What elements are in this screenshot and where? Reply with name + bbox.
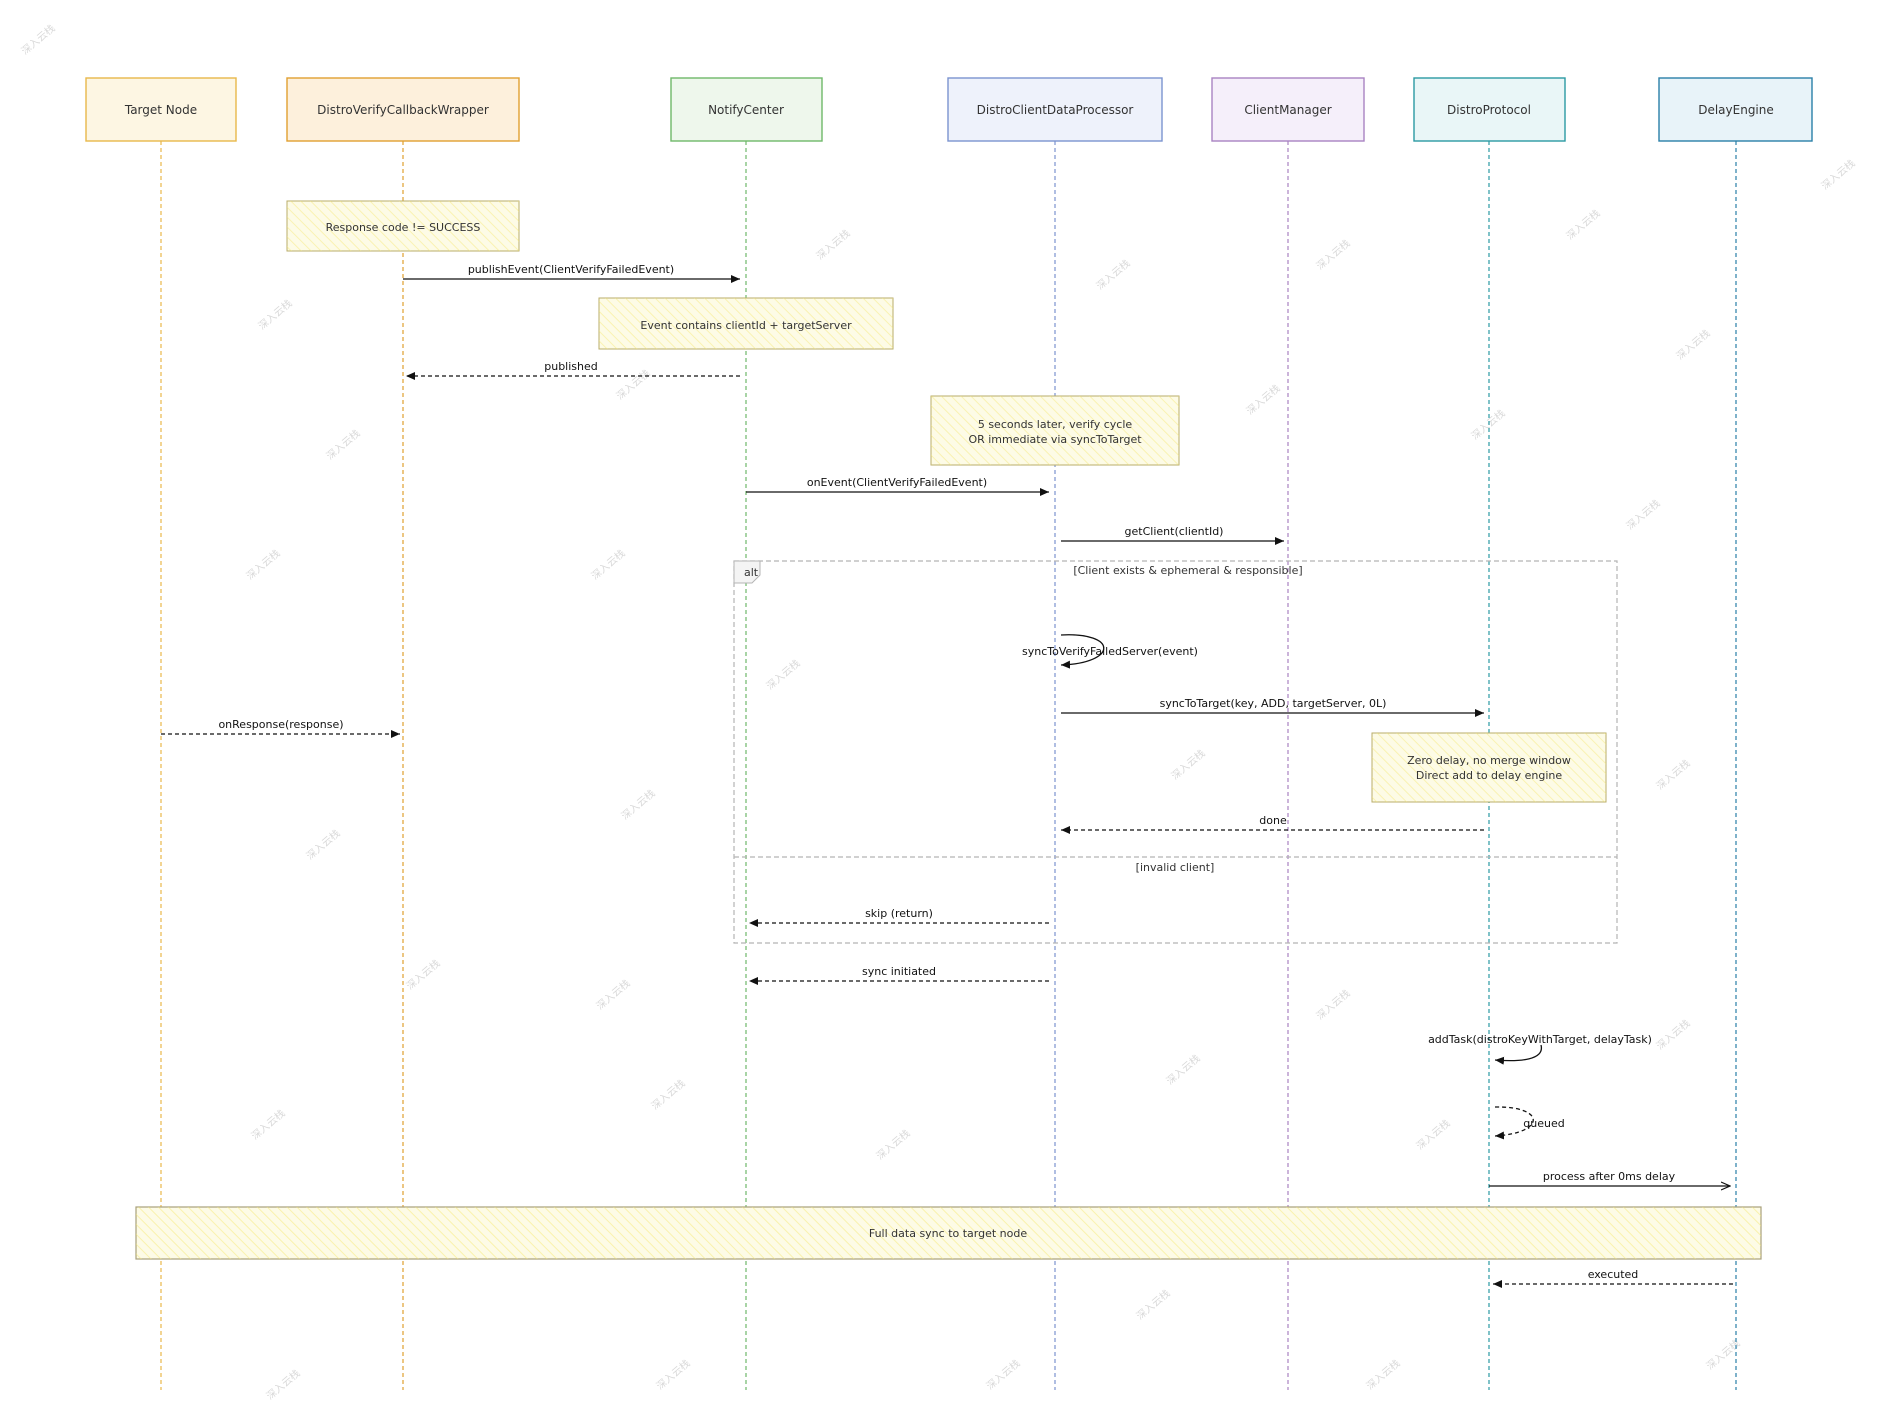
watermark: 深入云栈 bbox=[614, 367, 653, 403]
message-label: syncToTarget(key, ADD, targetServer, 0L) bbox=[1160, 697, 1387, 710]
watermark: 深入云栈 bbox=[1134, 1287, 1173, 1323]
note-line: Direct add to delay engine bbox=[1416, 769, 1562, 782]
message-published: published bbox=[406, 360, 740, 380]
participant-label: ClientManager bbox=[1244, 103, 1331, 117]
participant-distro-client-data-processor[interactable]: DistroClientDataProcessor bbox=[947, 77, 1163, 142]
participant-label: NotifyCenter bbox=[708, 103, 784, 117]
participant-distro-verify-callback-wrapper[interactable]: DistroVerifyCallbackWrapper bbox=[286, 77, 520, 142]
watermark: 深入云栈 bbox=[1704, 1337, 1743, 1373]
message-label: getClient(clientId) bbox=[1125, 525, 1224, 538]
note-line: Zero delay, no merge window bbox=[1407, 754, 1571, 767]
participant-distro-protocol[interactable]: DistroProtocol bbox=[1413, 77, 1566, 142]
alt-keyword: alt bbox=[744, 566, 759, 579]
watermark: 深入云栈 bbox=[1654, 757, 1693, 793]
note-zero-delay: Zero delay, no merge window Direct add t… bbox=[1371, 732, 1607, 803]
note-line: Event contains clientId + targetServer bbox=[640, 319, 852, 332]
message-label: publishEvent(ClientVerifyFailedEvent) bbox=[468, 263, 674, 276]
message-label: syncToVerifyFailedServer(event) bbox=[1022, 645, 1198, 658]
message-sync-to-verify: syncToVerifyFailedServer(event) bbox=[1022, 634, 1198, 669]
watermark: 深入云栈 bbox=[594, 977, 633, 1013]
message-on-response: onResponse(response) bbox=[161, 718, 400, 738]
watermark: 深入云栈 bbox=[1244, 382, 1283, 418]
watermark: 深入云栈 bbox=[1564, 207, 1603, 243]
watermark: 深入云栈 bbox=[1674, 327, 1713, 363]
participant-notify-center[interactable]: NotifyCenter bbox=[670, 77, 823, 142]
watermark: 深入云栈 bbox=[19, 22, 58, 58]
message-label: onResponse(response) bbox=[218, 718, 343, 731]
alt-frame: alt [Client exists & ephemeral & respons… bbox=[733, 560, 1618, 944]
note-line: OR immediate via syncToTarget bbox=[968, 433, 1142, 446]
participant-label: DistroVerifyCallbackWrapper bbox=[317, 103, 489, 117]
message-process-after: process after 0ms delay bbox=[1489, 1170, 1730, 1186]
note-line: Full data sync to target node bbox=[869, 1227, 1028, 1240]
messages: publishEvent(ClientVerifyFailedEvent) pu… bbox=[161, 263, 1733, 1288]
message-label: sync initiated bbox=[862, 965, 936, 978]
message-label: process after 0ms delay bbox=[1543, 1170, 1676, 1183]
watermark: 深入云栈 bbox=[649, 1077, 688, 1113]
watermark: 深入云栈 bbox=[1314, 237, 1353, 273]
watermark: 深入云栈 bbox=[1414, 1117, 1453, 1153]
message-sync-initiated: sync initiated bbox=[749, 965, 1049, 985]
watermark: 深入云栈 bbox=[1314, 987, 1353, 1023]
watermark: 深入云栈 bbox=[264, 1367, 303, 1403]
message-label: queued bbox=[1523, 1117, 1564, 1130]
participants: Target Node DistroVerifyCallbackWrapper … bbox=[85, 77, 1813, 142]
watermark: 深入云栈 bbox=[1469, 407, 1508, 443]
participant-delay-engine[interactable]: DelayEngine bbox=[1658, 77, 1813, 142]
message-sync-to-target: syncToTarget(key, ADD, targetServer, 0L) bbox=[1061, 697, 1484, 717]
message-on-event: onEvent(ClientVerifyFailedEvent) bbox=[746, 476, 1049, 496]
watermark: 深入云栈 bbox=[404, 957, 443, 993]
message-get-client: getClient(clientId) bbox=[1061, 525, 1284, 545]
message-label: skip (return) bbox=[865, 907, 933, 920]
watermark: 深入云栈 bbox=[1624, 497, 1663, 533]
watermark: 深入云栈 bbox=[244, 547, 283, 583]
message-skip: skip (return) bbox=[749, 907, 1049, 927]
message-add-task: addTask(distroKeyWithTarget, delayTask) bbox=[1428, 1033, 1652, 1065]
participant-label: DistroClientDataProcessor bbox=[977, 103, 1134, 117]
watermark: 深入云栈 bbox=[1169, 747, 1208, 783]
watermark: 深入云栈 bbox=[1164, 1052, 1203, 1088]
watermark: 深入云栈 bbox=[1364, 1357, 1403, 1393]
watermark: 深入云栈 bbox=[619, 787, 658, 823]
message-label: addTask(distroKeyWithTarget, delayTask) bbox=[1428, 1033, 1652, 1046]
alt-condition-1: [Client exists & ephemeral & responsible… bbox=[1073, 564, 1302, 577]
watermark: 深入云栈 bbox=[814, 227, 853, 263]
watermark: 深入云栈 bbox=[1819, 157, 1858, 193]
watermark: 深入云栈 bbox=[874, 1127, 913, 1163]
message-done: done bbox=[1061, 814, 1484, 834]
message-executed: executed bbox=[1493, 1268, 1733, 1288]
message-queued: queued bbox=[1494, 1106, 1565, 1140]
watermark: 深入云栈 bbox=[1654, 1017, 1693, 1053]
watermark: 深入云栈 bbox=[256, 297, 295, 333]
note-event-contains: Event contains clientId + targetServer bbox=[598, 297, 894, 350]
note-five-seconds: 5 seconds later, verify cycle OR immedia… bbox=[930, 395, 1180, 466]
note-full-sync: Full data sync to target node bbox=[135, 1206, 1762, 1260]
note-response-code: Response code != SUCCESS bbox=[286, 200, 520, 252]
participant-label: DelayEngine bbox=[1698, 103, 1774, 117]
message-label: executed bbox=[1588, 1268, 1639, 1281]
watermark: 深入云栈 bbox=[764, 657, 803, 693]
watermark: 深入云栈 bbox=[654, 1357, 693, 1393]
participant-label: DistroProtocol bbox=[1447, 103, 1531, 117]
note-line: Response code != SUCCESS bbox=[326, 221, 481, 234]
watermark: 深入云栈 bbox=[249, 1107, 288, 1143]
watermark: 深入云栈 bbox=[589, 547, 628, 583]
message-publish-event: publishEvent(ClientVerifyFailedEvent) bbox=[403, 263, 740, 283]
watermark: 深入云栈 bbox=[1094, 257, 1133, 293]
watermark: 深入云栈 bbox=[324, 427, 363, 463]
watermark: 深入云栈 bbox=[304, 827, 343, 863]
message-label: onEvent(ClientVerifyFailedEvent) bbox=[807, 476, 987, 489]
alt-condition-2: [invalid client] bbox=[1136, 861, 1215, 874]
message-label: done bbox=[1259, 814, 1287, 827]
note-line: 5 seconds later, verify cycle bbox=[978, 418, 1133, 431]
message-label: published bbox=[544, 360, 598, 373]
participant-label: Target Node bbox=[124, 103, 197, 117]
watermark: 深入云栈 bbox=[984, 1357, 1023, 1393]
participant-client-manager[interactable]: ClientManager bbox=[1211, 77, 1365, 142]
participant-target-node[interactable]: Target Node bbox=[85, 77, 237, 142]
